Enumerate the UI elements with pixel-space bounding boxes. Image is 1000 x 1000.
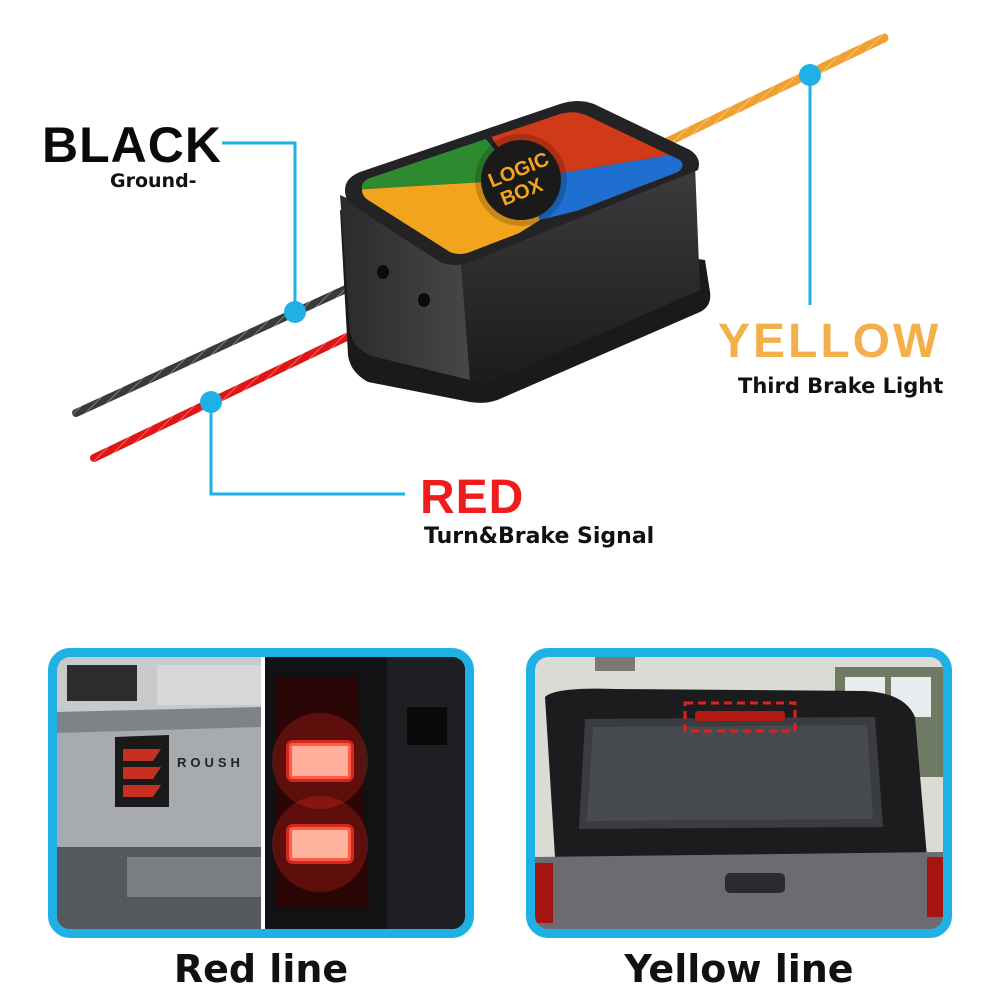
red-callout-line xyxy=(209,402,405,496)
black-wire xyxy=(72,268,387,417)
tailgate-badge: ROUSH xyxy=(177,755,244,770)
red-wire-title: RED xyxy=(420,471,525,524)
third-brake-light-photo xyxy=(535,657,943,929)
red-callout-dot xyxy=(200,391,222,413)
yellow-wire-subtitle: Third Brake Light xyxy=(738,374,944,398)
yellow-line-photo xyxy=(526,648,952,938)
yellow-line-caption: Yellow line xyxy=(624,947,854,991)
logic-box: LOGIC BOX xyxy=(340,101,711,403)
black-wire-title: BLACK xyxy=(42,117,222,173)
black-callout-line xyxy=(222,141,297,312)
black-wire-subtitle: Ground- xyxy=(110,170,197,192)
callout-lines xyxy=(209,75,812,496)
yellow-callout-dot xyxy=(799,64,821,86)
red-wire-subtitle: Turn&Brake Signal xyxy=(424,524,655,549)
yellow-wire xyxy=(635,33,889,160)
yellow-wire-title: YELLOW xyxy=(718,315,942,368)
truck-taillight-photo: ROUSH xyxy=(57,657,465,929)
red-line-caption: Red line xyxy=(173,947,349,991)
black-callout-dot xyxy=(284,301,306,323)
red-line-photo: ROUSH xyxy=(48,648,474,938)
